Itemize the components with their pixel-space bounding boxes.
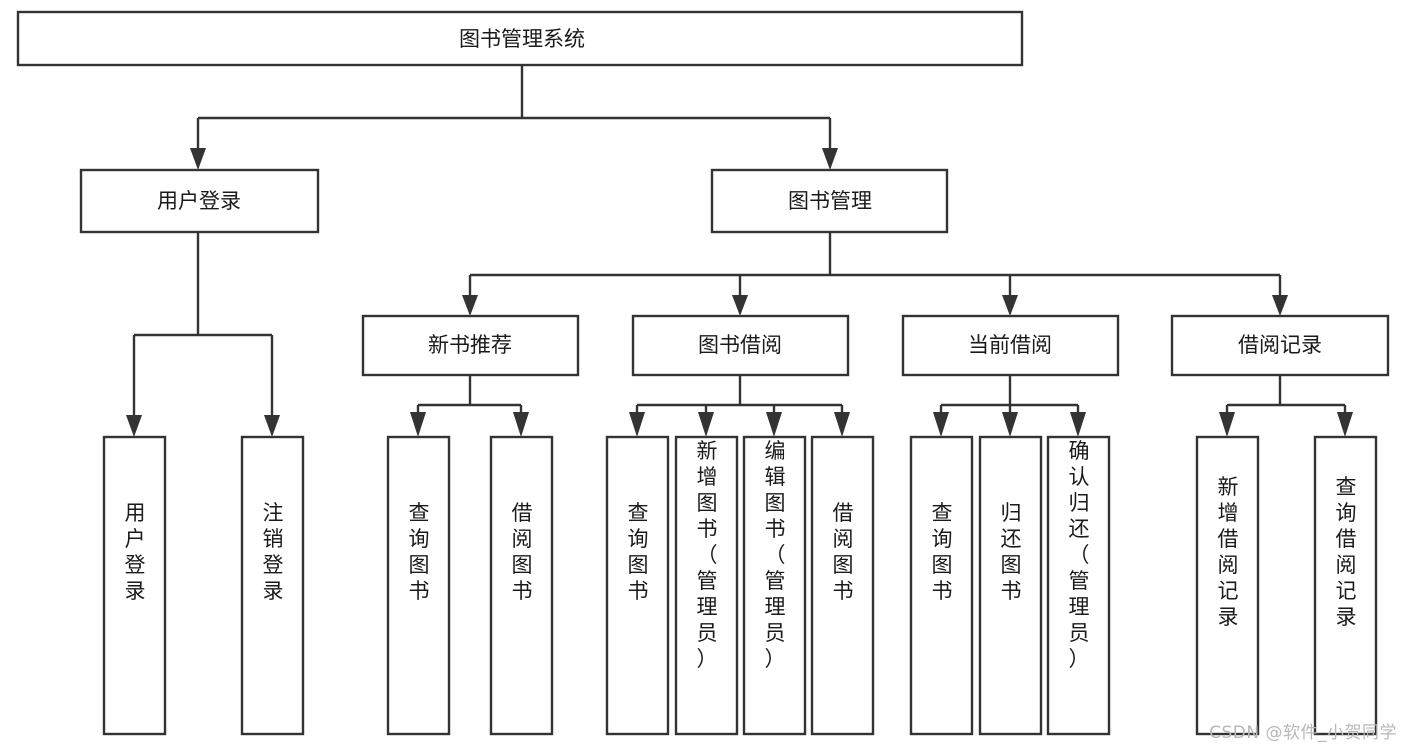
node-book-borrow-box[interactable]: [631, 314, 850, 377]
node-leaf-query-book-3-label: 查询图书: [932, 501, 953, 603]
arrow-head-cb-c1: [933, 412, 949, 437]
arrow-head-current-borrow: [1002, 295, 1018, 316]
node-current-borrow-label: 当前借阅: [968, 333, 1052, 357]
node-book-borrow[interactable]: 图书借阅: [631, 314, 850, 377]
node-leaf-query-borrow-record[interactable]: 查询借阅记录: [1313, 435, 1378, 736]
node-leaf-logout-box[interactable]: [240, 435, 305, 736]
node-leaf-return-book-box[interactable]: [978, 435, 1043, 736]
node-leaf-user-login-label: 用户登录: [125, 501, 146, 603]
node-leaf-confirm-return-admin-box[interactable]: [1046, 435, 1111, 736]
node-current-borrow[interactable]: 当前借阅: [901, 314, 1120, 377]
node-new-book-recommend-box[interactable]: [361, 314, 580, 377]
node-leaf-query-book-1-label: 查询图书: [409, 501, 430, 603]
arrow-head-ul-c2: [264, 415, 280, 437]
arrow-head-nbr-c2: [513, 412, 529, 437]
node-current-borrow-box[interactable]: [901, 314, 1120, 377]
node-leaf-edit-book-admin-label: 编辑图书（管理员）: [765, 439, 786, 671]
arrow-head-bb-c2: [698, 412, 714, 437]
node-root-label: 图书管理系统: [459, 27, 585, 51]
arrow-head-cb-c3: [1070, 412, 1086, 437]
node-leaf-edit-book-admin-box[interactable]: [742, 435, 807, 736]
arrow-head-ul-c1: [126, 415, 142, 437]
connector-group-user-login: [126, 232, 280, 437]
node-leaf-confirm-return-admin[interactable]: 确认归还（管理员）: [1046, 435, 1111, 736]
node-user-login[interactable]: 用户登录: [79, 168, 320, 234]
node-borrow-record[interactable]: 借阅记录: [1170, 314, 1390, 377]
arrow-head-book-mgmt: [822, 148, 838, 170]
node-leaf-query-book-1-box[interactable]: [386, 435, 451, 736]
connector-group-root: [190, 65, 838, 170]
node-leaf-borrow-book-2-box[interactable]: [810, 435, 875, 736]
node-user-login-box[interactable]: [79, 168, 320, 234]
node-leaf-query-book-2[interactable]: 查询图书: [605, 435, 670, 736]
node-leaf-query-book-2-label: 查询图书: [628, 501, 649, 603]
arrow-head-bb-c1: [629, 412, 645, 437]
connector-group-borrow-record: [1219, 375, 1353, 437]
node-book-borrow-label: 图书借阅: [698, 333, 782, 357]
node-leaf-confirm-return-admin-label: 确认归还（管理员）: [1069, 439, 1090, 671]
node-leaf-logout[interactable]: 注销登录: [240, 435, 305, 736]
node-borrow-record-label: 借阅记录: [1238, 333, 1322, 357]
node-leaf-add-borrow-record[interactable]: 新增借阅记录: [1195, 435, 1260, 736]
node-leaf-logout-label: 注销登录: [263, 501, 284, 603]
node-user-login-label: 用户登录: [157, 189, 241, 213]
node-leaf-user-login[interactable]: 用户登录: [102, 435, 167, 736]
arrow-head-new-book-rec: [462, 295, 478, 316]
connector-group-new-book-rec: [410, 375, 529, 437]
node-leaf-query-borrow-record-label: 查询借阅记录: [1336, 475, 1357, 629]
node-new-book-recommend-label: 新书推荐: [428, 333, 512, 357]
node-leaf-return-book[interactable]: 归还图书: [978, 435, 1043, 736]
node-leaf-add-book-admin-box[interactable]: [674, 435, 739, 736]
node-leaf-add-borrow-record-box[interactable]: [1195, 435, 1260, 736]
node-leaf-query-borrow-record-box[interactable]: [1313, 435, 1378, 736]
node-book-management-box[interactable]: [710, 168, 949, 234]
node-root-box[interactable]: [16, 10, 1024, 67]
arrow-head-br-c2: [1337, 412, 1353, 437]
node-leaf-borrow-book-1-box[interactable]: [489, 435, 554, 736]
node-leaf-return-book-label: 归还图书: [1001, 501, 1022, 603]
arrow-head-borrow-record: [1272, 295, 1288, 316]
arrow-head-nbr-c1: [410, 412, 426, 437]
node-leaf-query-book-1[interactable]: 查询图书: [386, 435, 451, 736]
node-book-management[interactable]: 图书管理: [710, 168, 949, 234]
connector-group-book-mgmt: [462, 232, 1288, 316]
arrow-head-bb-c4: [834, 412, 850, 437]
node-book-management-label: 图书管理: [788, 189, 872, 213]
node-leaf-query-book-2-box[interactable]: [605, 435, 670, 736]
node-leaf-query-book-3[interactable]: 查询图书: [909, 435, 974, 736]
node-new-book-recommend[interactable]: 新书推荐: [361, 314, 580, 377]
arrow-head-book-borrow: [732, 295, 748, 316]
node-leaf-edit-book-admin[interactable]: 编辑图书（管理员）: [742, 435, 807, 736]
node-leaf-query-book-3-box[interactable]: [909, 435, 974, 736]
node-borrow-record-box[interactable]: [1170, 314, 1390, 377]
connector-group-book-borrow: [629, 375, 850, 437]
node-leaf-add-book-admin[interactable]: 新增图书（管理员）: [674, 435, 739, 736]
node-leaf-borrow-book-2-label: 借阅图书: [833, 501, 854, 603]
arrow-head-br-c1: [1219, 412, 1235, 437]
arrow-head-bb-c3: [766, 412, 782, 437]
node-leaf-borrow-book-2[interactable]: 借阅图书: [810, 435, 875, 736]
arrow-head-user-login: [190, 148, 206, 170]
connector-group-current-borrow: [933, 375, 1086, 437]
arrow-head-cb-c2: [1002, 412, 1018, 437]
node-leaf-add-borrow-record-label: 新增借阅记录: [1218, 475, 1239, 629]
node-leaf-borrow-book-1[interactable]: 借阅图书: [489, 435, 554, 736]
node-leaf-add-book-admin-label: 新增图书（管理员）: [697, 439, 718, 671]
node-leaf-user-login-box[interactable]: [102, 435, 167, 736]
node-root[interactable]: 图书管理系统: [16, 10, 1024, 67]
node-leaf-borrow-book-1-label: 借阅图书: [512, 501, 533, 603]
